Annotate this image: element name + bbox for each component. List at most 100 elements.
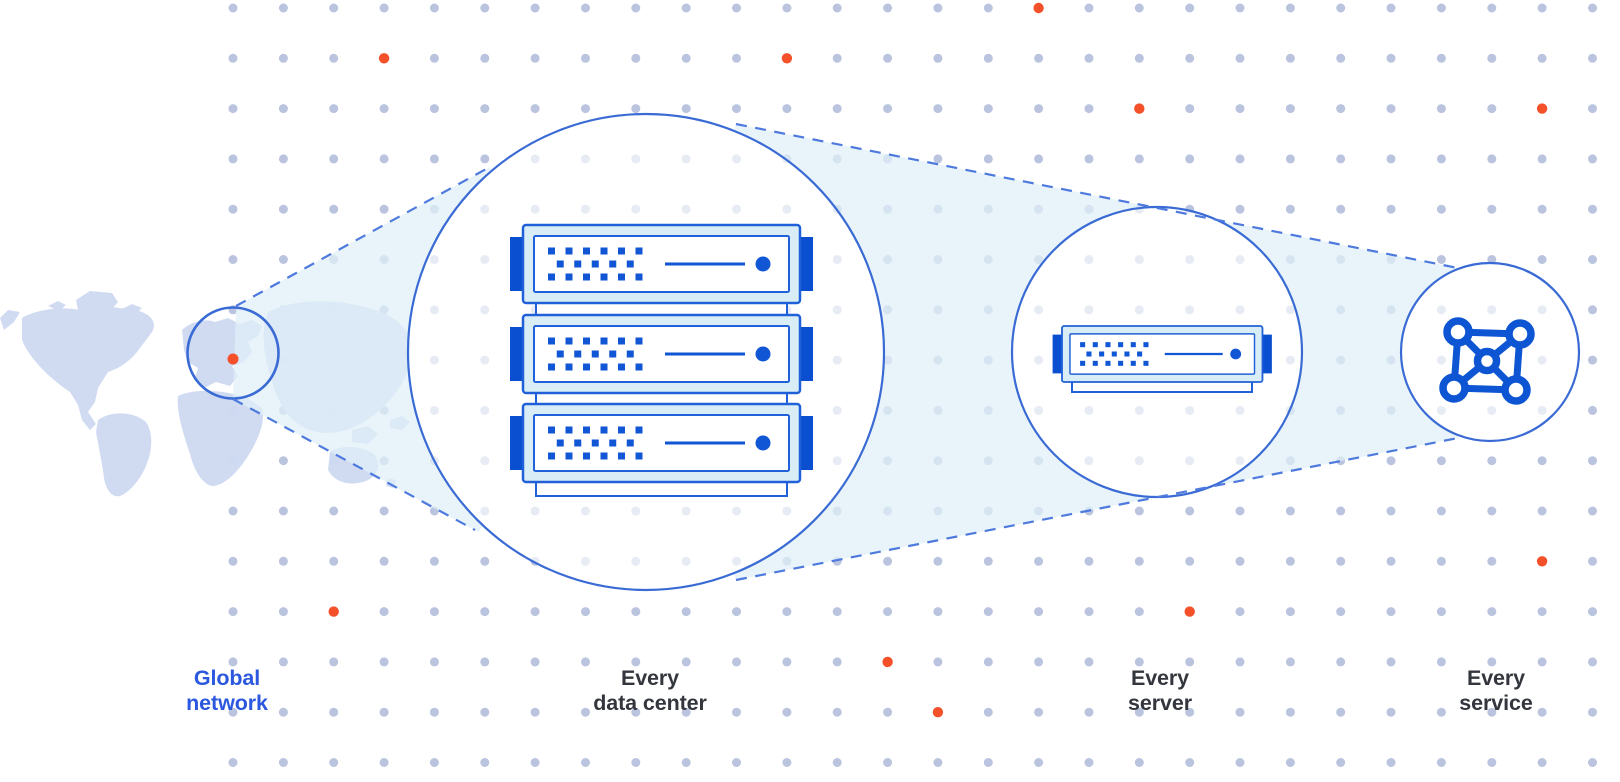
grid-dot — [379, 607, 389, 617]
grid-dot — [1487, 506, 1497, 516]
grid-dot — [933, 657, 943, 667]
grid-dot — [1134, 3, 1144, 13]
grid-dot — [1588, 355, 1597, 365]
mesh-network-icon — [1439, 317, 1535, 405]
accent-dot — [1536, 556, 1548, 567]
grid-dot — [1185, 657, 1195, 667]
grid-dot — [681, 53, 691, 63]
grid-dot — [732, 657, 741, 667]
grid-dot — [1285, 3, 1295, 13]
grid-dot — [530, 707, 540, 717]
grid-dot — [1084, 657, 1094, 667]
grid-dot — [329, 104, 339, 114]
grid-dot — [1487, 204, 1497, 214]
grid-dot — [782, 758, 792, 767]
grid-dot — [1285, 53, 1295, 63]
grid-dot — [1588, 255, 1597, 264]
grid-dot — [1436, 607, 1446, 617]
grid-dot — [581, 3, 590, 13]
grid-dot — [1235, 607, 1245, 617]
grid-dot — [1588, 3, 1597, 13]
server-unit-1 — [508, 223, 815, 305]
label-line: Every — [620, 666, 680, 690]
grid-dot — [732, 104, 741, 114]
grid-dot — [1336, 3, 1346, 13]
grid-dot — [1034, 607, 1044, 617]
grid-dot — [681, 707, 691, 717]
grid-dot — [933, 758, 943, 767]
grid-dot — [1487, 657, 1497, 667]
accent-dot — [328, 606, 339, 617]
grid-dot — [581, 707, 590, 717]
grid-dot — [379, 707, 389, 717]
grid-dot — [228, 607, 238, 617]
grid-dot — [228, 104, 238, 114]
grid-dot — [933, 53, 943, 63]
grid-dot — [379, 506, 389, 516]
dashed-zoom-lines — [232, 122, 1459, 582]
grid-dot — [1084, 53, 1094, 63]
grid-dot — [278, 104, 288, 114]
label-line: network — [186, 691, 268, 715]
grid-dot — [883, 556, 893, 566]
grid-dot — [1134, 707, 1144, 717]
grid-dot — [1588, 154, 1597, 164]
label-line: data center — [593, 691, 707, 715]
grid-dot — [429, 104, 439, 114]
grid-dot — [278, 657, 288, 667]
grid-dot — [1235, 53, 1245, 63]
grid-dot — [329, 707, 339, 717]
grid-dot — [1537, 154, 1547, 164]
grid-dot — [278, 506, 288, 516]
grid-dot — [1588, 53, 1597, 63]
grid-dot — [1588, 204, 1597, 214]
grid-dot — [1336, 556, 1346, 566]
grid-dot — [228, 556, 238, 566]
grid-dot — [480, 154, 490, 164]
grid-dot — [983, 104, 993, 114]
label-line: Every — [1130, 666, 1190, 690]
grid-dot — [1034, 53, 1044, 63]
accent-dot — [1134, 103, 1145, 114]
grid-dot — [429, 3, 439, 13]
grid-dot — [1386, 3, 1396, 13]
grid-dot — [1235, 3, 1245, 13]
grid-dot — [1436, 456, 1446, 466]
grid-dot — [278, 758, 288, 767]
grid-dot — [530, 104, 540, 114]
grid-dot — [480, 707, 490, 717]
grid-dot — [782, 607, 792, 617]
grid-dot — [1034, 556, 1044, 566]
grid-dot — [530, 657, 540, 667]
grid-dot — [732, 707, 741, 717]
grid-dot — [1386, 456, 1396, 466]
grid-dot — [832, 53, 842, 63]
grid-dot — [1436, 707, 1446, 717]
grid-dot — [1084, 3, 1094, 13]
grid-dot — [631, 3, 641, 13]
grid-dot — [1588, 607, 1597, 617]
grid-dot — [329, 758, 339, 767]
grid-dot — [1537, 506, 1547, 516]
grid-dot — [1386, 104, 1396, 114]
grid-dot — [631, 607, 641, 617]
grid-dot — [1285, 707, 1295, 717]
grid-dot — [1336, 204, 1346, 214]
grid-dot — [1537, 3, 1547, 13]
grid-dot — [832, 657, 842, 667]
grid-dot — [480, 657, 490, 667]
grid-dot — [429, 556, 439, 566]
grid-dot — [1034, 154, 1044, 164]
grid-dot — [1436, 657, 1446, 667]
grid-dot — [429, 707, 439, 717]
grid-dot — [581, 657, 590, 667]
grid-dot — [329, 556, 339, 566]
grid-dot — [480, 53, 490, 63]
grid-dot — [832, 104, 842, 114]
grid-dot — [329, 204, 339, 214]
label-line: server — [1128, 691, 1192, 715]
grid-dot — [631, 758, 641, 767]
grid-dot — [1336, 707, 1346, 717]
grid-dot — [1336, 53, 1346, 63]
